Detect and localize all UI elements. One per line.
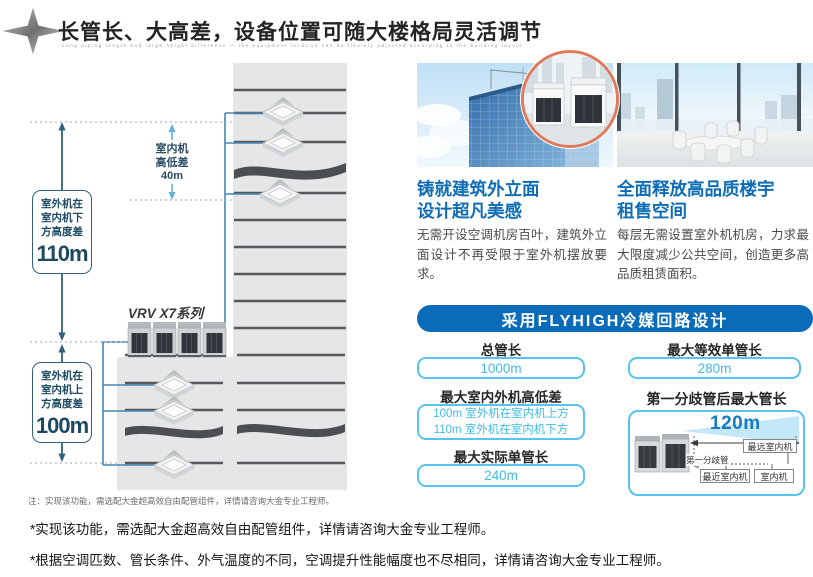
spec-equiv-label: 最大等效单管长 — [667, 343, 762, 358]
flyhigh-banner: 采用FLYHIGH冷媒回路设计 — [417, 305, 813, 332]
spec-height-box: 100m 室外机在室内机上方 110m 室外机在室内机下方 — [417, 404, 585, 440]
distance-highlight-band — [682, 416, 799, 444]
outdoor-above-badge: 室外机在 室内机上 方高度差 100m — [32, 362, 92, 443]
feature-facade-body: 无需开设空调机房百叶，建筑外立面设计不再受限于室外机摆放要求。 — [417, 228, 607, 281]
outdoor-below-value: 110m — [36, 241, 88, 266]
office-photo — [617, 63, 813, 167]
indoor-unit-box: 室内机 — [754, 469, 794, 483]
branch-label: 第一分歧管后最大管长 — [646, 391, 787, 407]
outdoor-unit-row — [127, 321, 227, 358]
rooftop-inset-art — [524, 53, 616, 145]
refrigerant-pipes — [102, 112, 263, 466]
branch-diagram: 120m 第一分歧管 最远室内机 最近室内机 室内机 — [628, 410, 805, 496]
vrv-series-label: VRV X7系列 — [128, 306, 204, 321]
wave-break — [125, 163, 346, 439]
rooftop-inset-photo — [521, 50, 619, 148]
page-title: 长管长、大高差，设备位置可随大楼格局灵活调节 — [58, 21, 542, 44]
office-photo-art — [617, 63, 813, 167]
spec-actual-value: 240m — [484, 468, 518, 483]
indoor-diff-arrows — [168, 124, 176, 200]
farthest-indoor-unit-box: 最远室内机 — [743, 439, 797, 453]
reference-dotted-lines — [30, 121, 234, 464]
feature-facade-title: 铸就建筑外立面 设计超凡美感 — [417, 179, 540, 221]
outdoor-below-badge: 室外机在 室内机下 方高度差 110m — [32, 190, 92, 274]
sparkle-star-icon — [2, 7, 64, 55]
branch-outdoor-units — [634, 434, 690, 473]
outdoor-above-value: 100m — [35, 413, 89, 438]
spec-equiv-value: 280m — [697, 360, 732, 376]
diagram-footnote: 注：实现该功能，需选配大金超高效自由配管组件，详情请咨询大金专业工程师。 — [28, 496, 335, 506]
spec-total-value: 1000m — [480, 360, 522, 376]
branch-distance-value: 120m — [710, 413, 761, 434]
building-height-diagram — [30, 63, 347, 490]
office-chairs — [672, 120, 768, 164]
footnote-1: *实现该功能，需选配大金超高效自由配管组件，详情请咨询大金专业工程师。 — [30, 522, 495, 537]
branch-connectors — [725, 452, 789, 469]
feature-space-body: 每层无需设置室外机机房，力求最大限度减少公共空间，创造更多高品质租赁面积。 — [617, 228, 809, 281]
spec-height-label: 最大室内外机高低差 — [440, 390, 562, 405]
spec-actual-label: 最大实际单管长 — [453, 450, 549, 465]
tower-building — [117, 63, 347, 490]
first-branch-pipe-label: 第一分歧管 — [686, 454, 729, 466]
indoor-height-diff-value: 40m — [160, 170, 184, 182]
spec-actual-box: 240m — [417, 464, 585, 487]
spec-total-box: 1000m — [417, 357, 585, 379]
rooftop-outdoor-units — [532, 77, 607, 128]
page-subtitle-microtext: Long piping length and large height diff… — [62, 43, 524, 48]
indoor-height-diff-label: 室内机 高低差 40m — [146, 143, 198, 184]
nearest-indoor-unit-box: 最近室内机 — [700, 469, 750, 483]
spec-total-label: 总管长 — [480, 343, 522, 358]
feature-space-title: 全面释放高品质楼宇 租售空间 — [617, 179, 775, 221]
spec-equiv-box: 280m — [628, 357, 801, 379]
footnote-2: *根据空调匹数、管长条件、外气温度的不同，空调提升性能幅度也不尽相同，详情请咨询… — [30, 553, 670, 568]
